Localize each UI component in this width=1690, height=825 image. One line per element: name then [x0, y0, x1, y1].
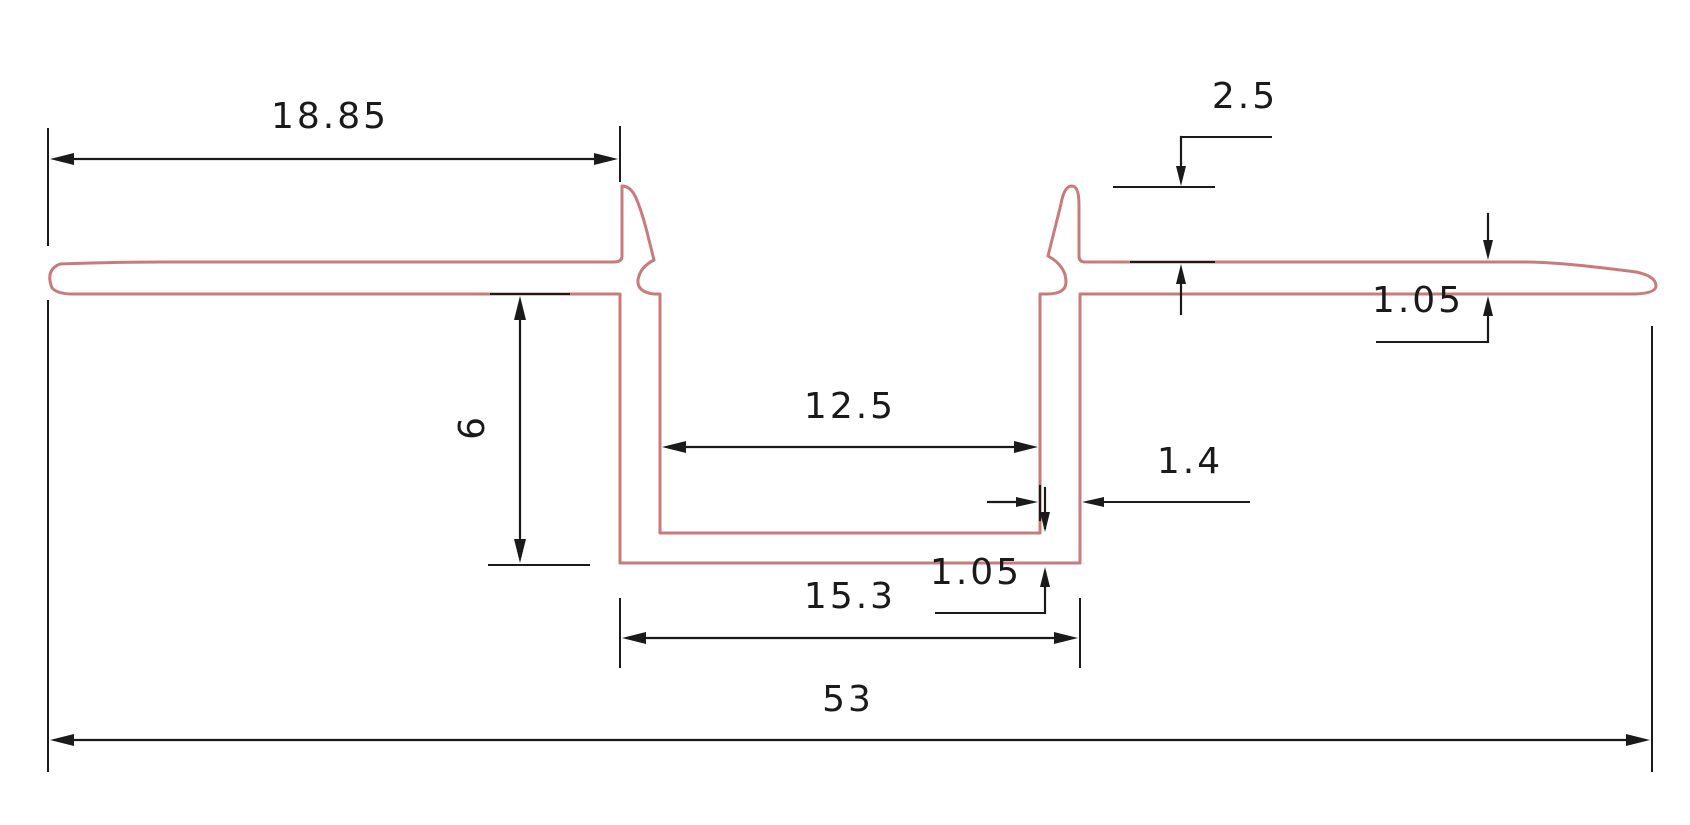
- label-bottom-thickness: 1.05: [930, 552, 1022, 593]
- label-outer-channel-width: 15.3: [804, 576, 896, 617]
- arrow-right-thk-down: [1483, 240, 1493, 260]
- arrow-left-flange-l: [50, 153, 74, 165]
- dimension-labels: 18.85 2.5 1.05 9 12.5 1.4 1.05 15.3 53: [271, 76, 1464, 720]
- arrow-overall-r: [1626, 734, 1650, 746]
- arrow-inner-l: [662, 441, 686, 453]
- arrow-left-flange-r: [594, 153, 618, 165]
- arrow-overall-l: [50, 734, 74, 746]
- arrow-bottom-thk-down: [1040, 512, 1050, 532]
- arrow-bottom-thk-up: [1040, 567, 1050, 587]
- label-left-flange-width: 18.85: [271, 96, 389, 137]
- dimension-lines: [56, 135, 1644, 742]
- arrow-flange-thk-up: [1176, 264, 1186, 284]
- profile-outline: [48, 184, 1658, 565]
- arrow-right-thk-up: [1483, 296, 1493, 316]
- label-flange-thickness-right: 1.05: [1372, 280, 1464, 321]
- label-inner-width: 12.5: [804, 386, 896, 427]
- arrow-lip-height: [1176, 166, 1186, 186]
- arrow-wall-l: [1016, 497, 1038, 507]
- arrow-depth-bottom: [514, 539, 526, 563]
- arrow-channel-l: [622, 632, 646, 644]
- label-lip-height: 2.5: [1212, 76, 1278, 117]
- extension-lines: [47, 126, 1653, 772]
- arrow-channel-r: [1054, 632, 1078, 644]
- label-channel-depth: 9: [449, 417, 490, 443]
- profile-shape: [48, 184, 1658, 565]
- arrow-inner-r: [1014, 441, 1038, 453]
- arrow-wall-r: [1082, 497, 1104, 507]
- arrowheads: [50, 153, 1650, 746]
- label-wall-thickness: 1.4: [1157, 441, 1223, 482]
- arrow-depth-top: [514, 296, 526, 320]
- label-overall-width: 53: [822, 679, 874, 720]
